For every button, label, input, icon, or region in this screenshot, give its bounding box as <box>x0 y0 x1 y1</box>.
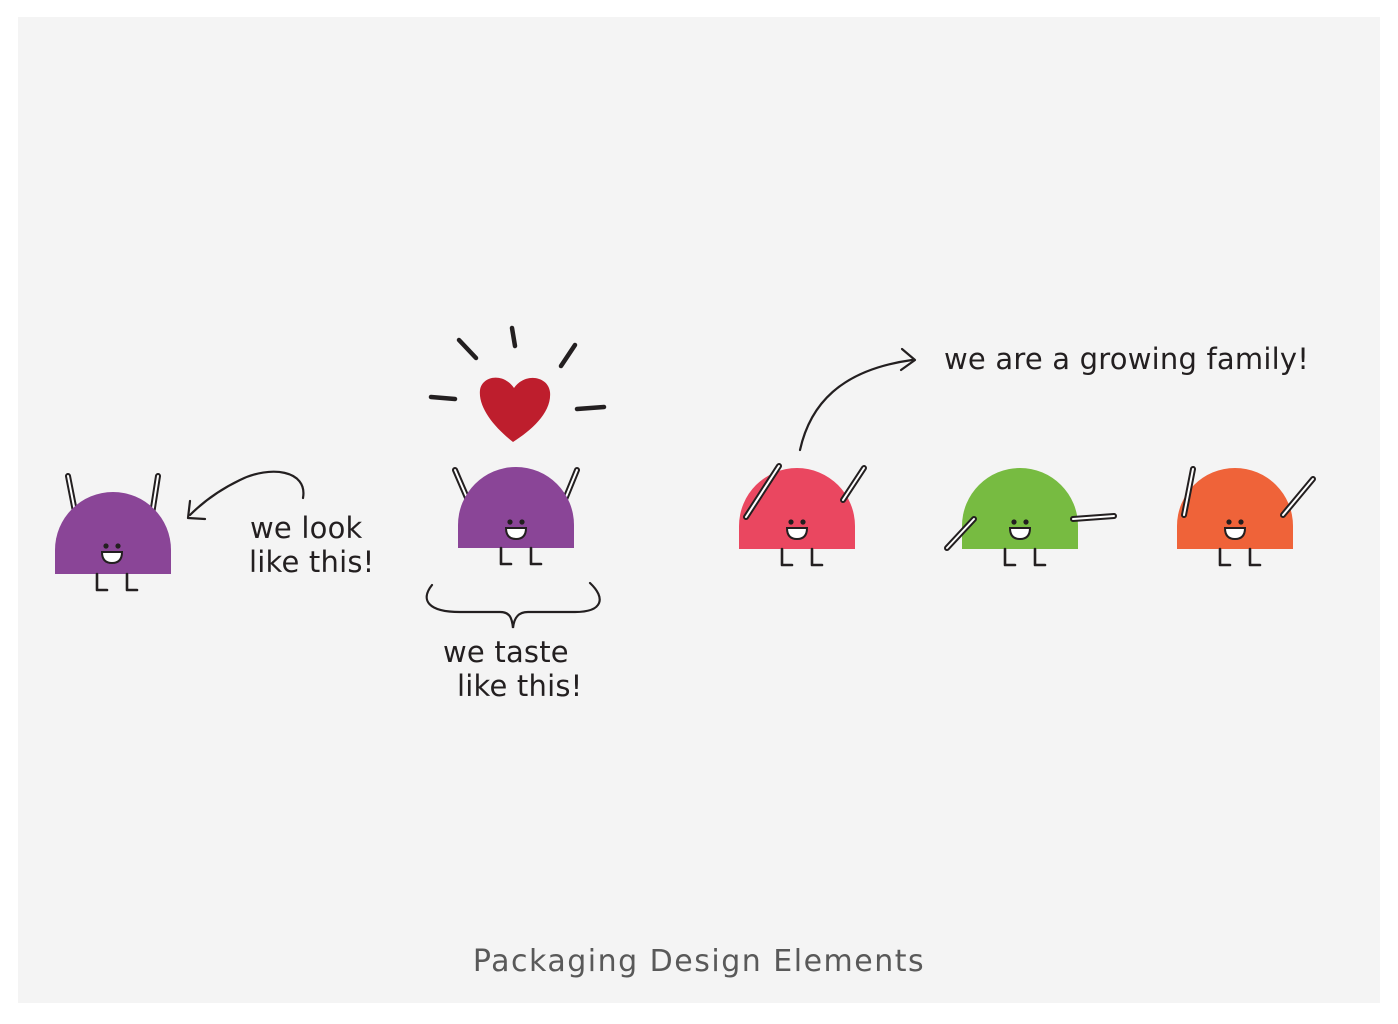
growing-family-label: we are a growing family! <box>944 342 1310 376</box>
legs-icon <box>1218 547 1262 567</box>
legs-icon <box>499 546 543 566</box>
heart-icon <box>479 377 551 442</box>
burst-lines-icon <box>428 325 607 412</box>
gumdrop-body <box>458 467 574 548</box>
purple-gumdrop-character <box>55 473 171 592</box>
gumdrop-body <box>1177 468 1293 549</box>
arm-icon <box>743 463 867 520</box>
page-caption: Packaging Design Elements <box>472 944 926 979</box>
arm-icon <box>1181 466 1316 518</box>
pink-gumdrop-character <box>739 463 867 567</box>
growing-family-arrow-icon <box>798 347 917 452</box>
legs-icon <box>780 547 824 567</box>
we-taste-label-line2: like this! <box>457 669 583 703</box>
curly-brace-icon <box>425 581 601 629</box>
we-taste-label-line1: we taste <box>443 635 569 669</box>
we-look-label-line2: like this! <box>249 545 375 579</box>
we-look-label-line1: we look <box>250 511 363 545</box>
gumdrop-body <box>962 468 1078 549</box>
green-gumdrop-character <box>944 468 1117 567</box>
legs-icon <box>95 572 139 592</box>
orange-gumdrop-character <box>1177 466 1316 567</box>
curved-arrow-icon <box>186 470 305 521</box>
gumdrop-body <box>55 492 171 574</box>
legs-icon <box>1003 547 1047 567</box>
artboard-background <box>18 17 1380 1003</box>
purple-gumdrop-cheering-character <box>452 467 580 566</box>
arm-icon <box>944 513 1117 551</box>
